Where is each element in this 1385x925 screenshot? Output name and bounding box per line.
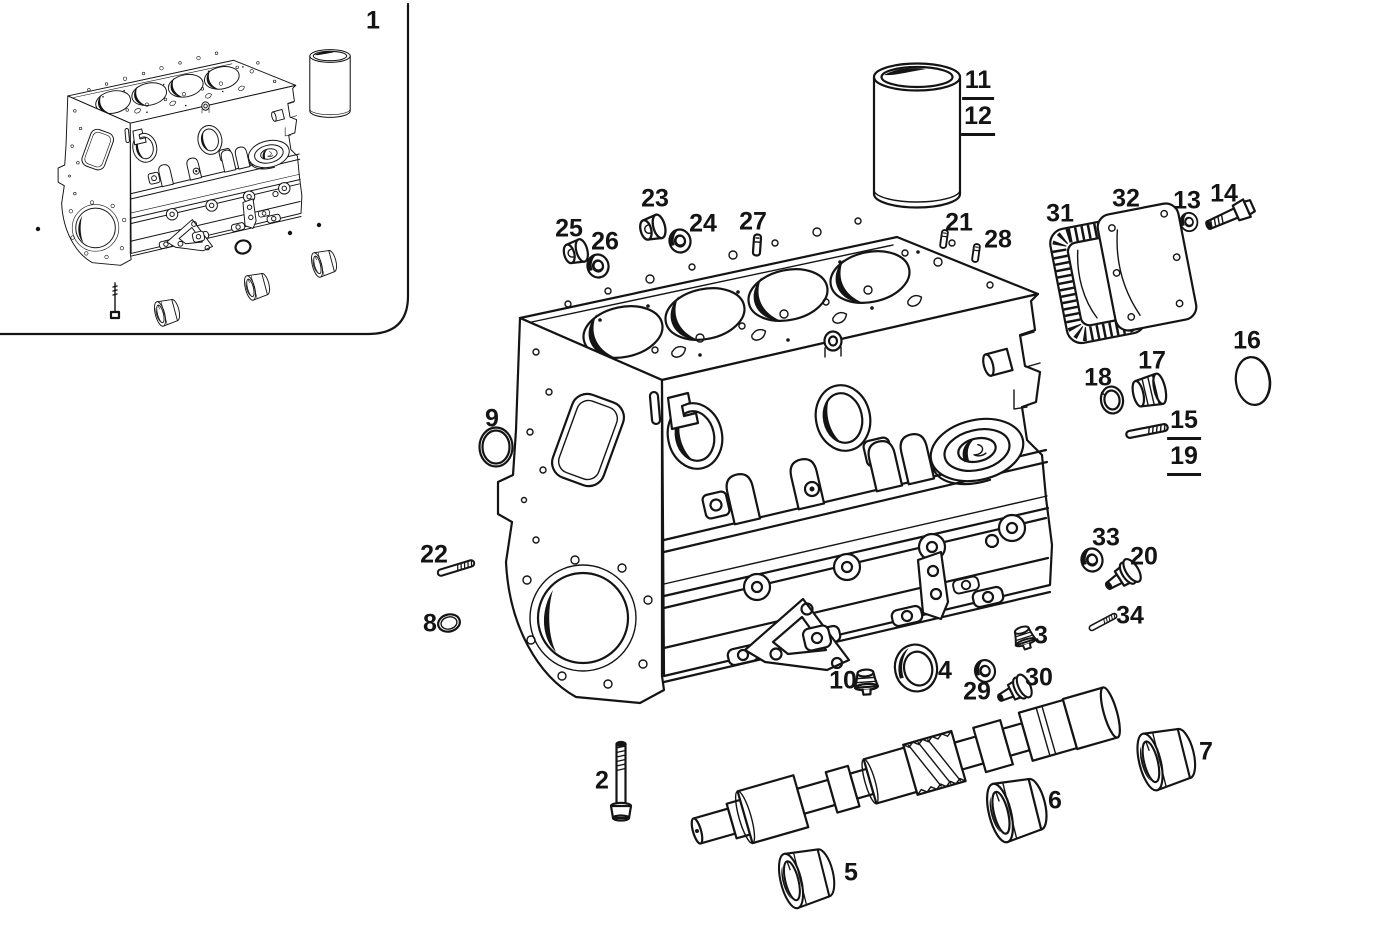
callout-12: 12 <box>961 104 995 136</box>
callout-9: 9 <box>485 404 499 433</box>
dowel-pin-28 <box>970 242 982 264</box>
callout-28: 28 <box>984 225 1012 254</box>
camshaft-bushing-7 <box>1131 721 1202 794</box>
o-ring-9 <box>478 426 514 468</box>
callout-11: 11 <box>961 68 995 100</box>
callout-26: 26 <box>591 227 619 256</box>
callout-11-12: 11 12 <box>961 68 995 136</box>
callout-30: 30 <box>1025 663 1053 692</box>
callout-24: 24 <box>689 209 717 238</box>
callout-25: 25 <box>555 214 583 243</box>
callout-15: 15 <box>1167 408 1201 440</box>
screw-plug-23 <box>636 212 669 245</box>
camshaft-bushing-5 <box>773 842 841 912</box>
callout-15-19: 15 19 <box>1167 408 1201 476</box>
camshaft <box>690 686 1121 845</box>
callout-20: 20 <box>1130 542 1158 571</box>
dowel-pin-27 <box>751 233 763 257</box>
cylinder-liner <box>872 62 962 209</box>
callout-21: 21 <box>945 208 973 237</box>
seal-ring-18 <box>1099 385 1125 415</box>
callout-4: 4 <box>938 656 952 685</box>
callout-3: 3 <box>1034 621 1048 650</box>
bolt-2 <box>609 740 633 822</box>
callout-19: 19 <box>1167 444 1201 476</box>
callout-2: 2 <box>595 766 609 795</box>
stud-15-19 <box>1124 422 1170 440</box>
inset-bolt <box>109 282 121 320</box>
callout-33: 33 <box>1092 523 1120 552</box>
screw-plug-10 <box>852 667 880 697</box>
callout-7: 7 <box>1199 737 1213 766</box>
seal-ring-4 <box>893 643 939 693</box>
callout-14: 14 <box>1210 179 1238 208</box>
callout-13: 13 <box>1173 186 1201 215</box>
callout-29: 29 <box>963 677 991 706</box>
seal-ring-26 <box>584 251 612 281</box>
engine-block <box>498 218 1052 703</box>
callout-22: 22 <box>420 540 448 569</box>
callout-17: 17 <box>1138 346 1166 375</box>
callout-1: 1 <box>366 6 380 35</box>
cover-plate-32 <box>1096 202 1198 332</box>
callout-32: 32 <box>1112 184 1140 213</box>
callout-27: 27 <box>739 207 767 236</box>
core-plug-16 <box>1234 356 1272 406</box>
screw-plug-17 <box>1131 372 1168 408</box>
sealing-cap-8 <box>437 613 461 633</box>
callout-31: 31 <box>1046 199 1074 228</box>
screw-plug-34 <box>1087 611 1119 633</box>
callout-10: 10 <box>829 666 857 695</box>
callout-34: 34 <box>1116 601 1144 630</box>
callout-8: 8 <box>423 609 437 638</box>
callout-18: 18 <box>1084 363 1112 392</box>
callout-5: 5 <box>844 858 858 887</box>
screw-14 <box>1205 198 1256 231</box>
callout-6: 6 <box>1048 786 1062 815</box>
camshaft-bushing-6 <box>980 771 1053 846</box>
callout-23: 23 <box>641 184 669 213</box>
callout-16: 16 <box>1233 326 1261 355</box>
inset-box <box>0 2 410 336</box>
